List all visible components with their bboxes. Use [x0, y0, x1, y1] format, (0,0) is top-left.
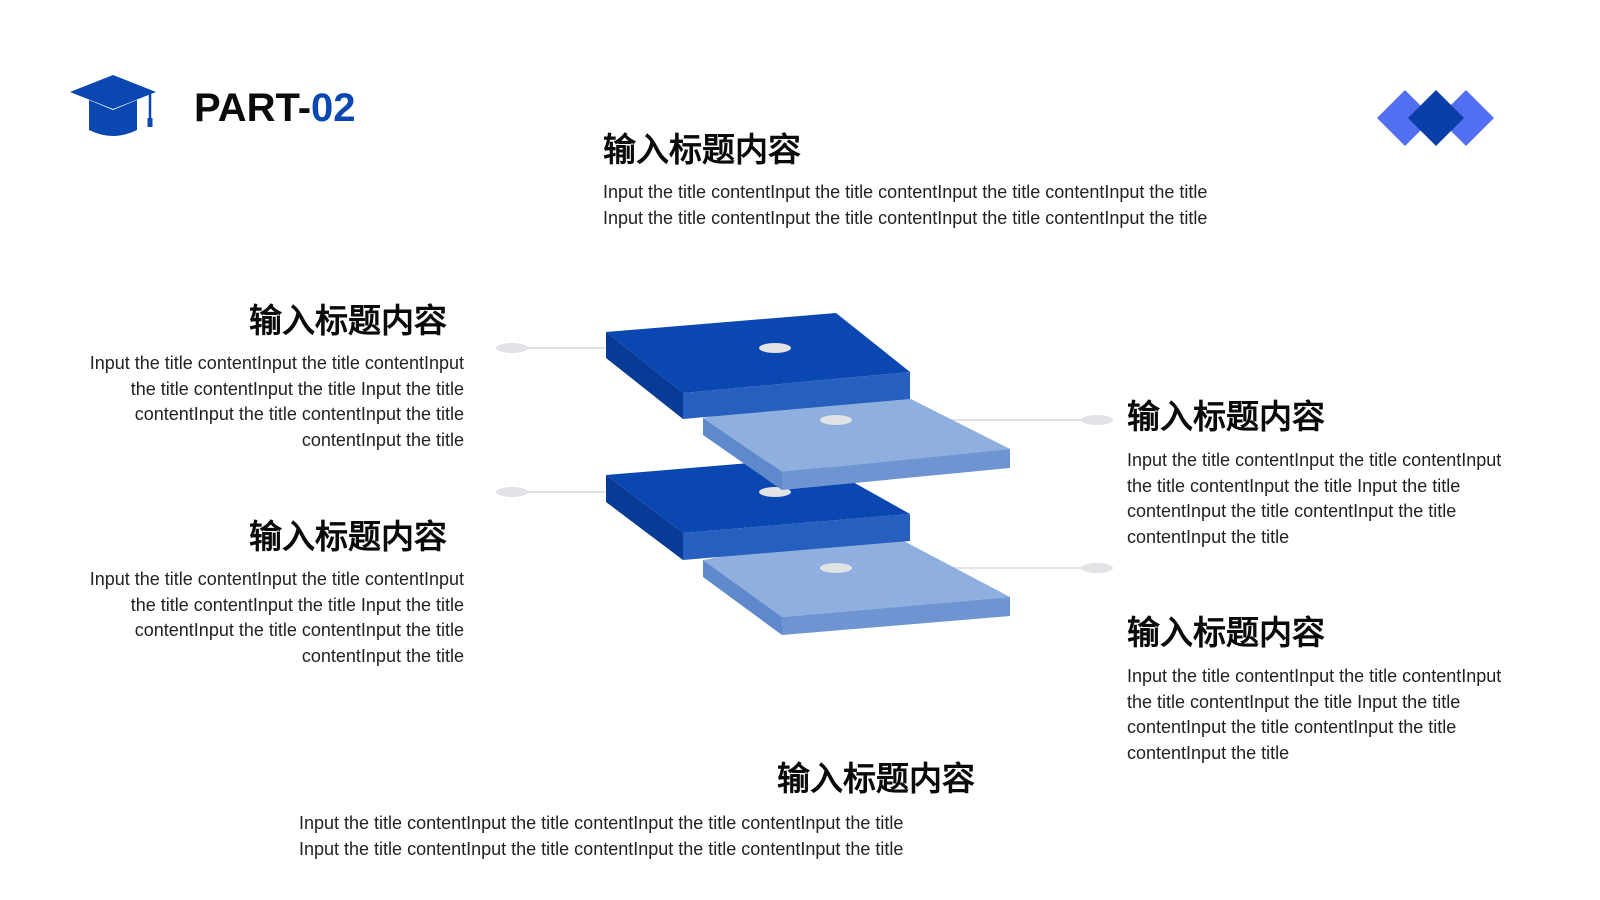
bottom-block-title: 输入标题内容	[777, 759, 975, 798]
bottom-block-body: Input the title contentInput the title c…	[299, 813, 904, 859]
diamonds-decoration-icon	[1377, 90, 1494, 146]
part-label: PART-	[194, 86, 312, 130]
part-heading: PART-02	[194, 86, 356, 131]
right-upper-title: 输入标题内容	[1127, 397, 1325, 436]
right-upper-body: Input the title contentInput the title c…	[1127, 450, 1502, 547]
top-block-body: Input the title contentInput the title c…	[603, 182, 1208, 228]
graduation-cap-icon	[70, 75, 156, 136]
left-upper-title: 输入标题内容	[249, 301, 447, 340]
dark-slab-upper	[606, 313, 910, 419]
top-block-title: 输入标题内容	[603, 130, 801, 169]
left-lower-title: 输入标题内容	[249, 517, 447, 556]
right-lower-body: Input the title contentInput the title c…	[1127, 666, 1502, 763]
right-lower-title: 输入标题内容	[1127, 613, 1325, 652]
left-lower-body: Input the title contentInput the title c…	[89, 569, 464, 666]
left-upper-body: Input the title contentInput the title c…	[89, 353, 464, 450]
part-number: 02	[311, 86, 356, 130]
